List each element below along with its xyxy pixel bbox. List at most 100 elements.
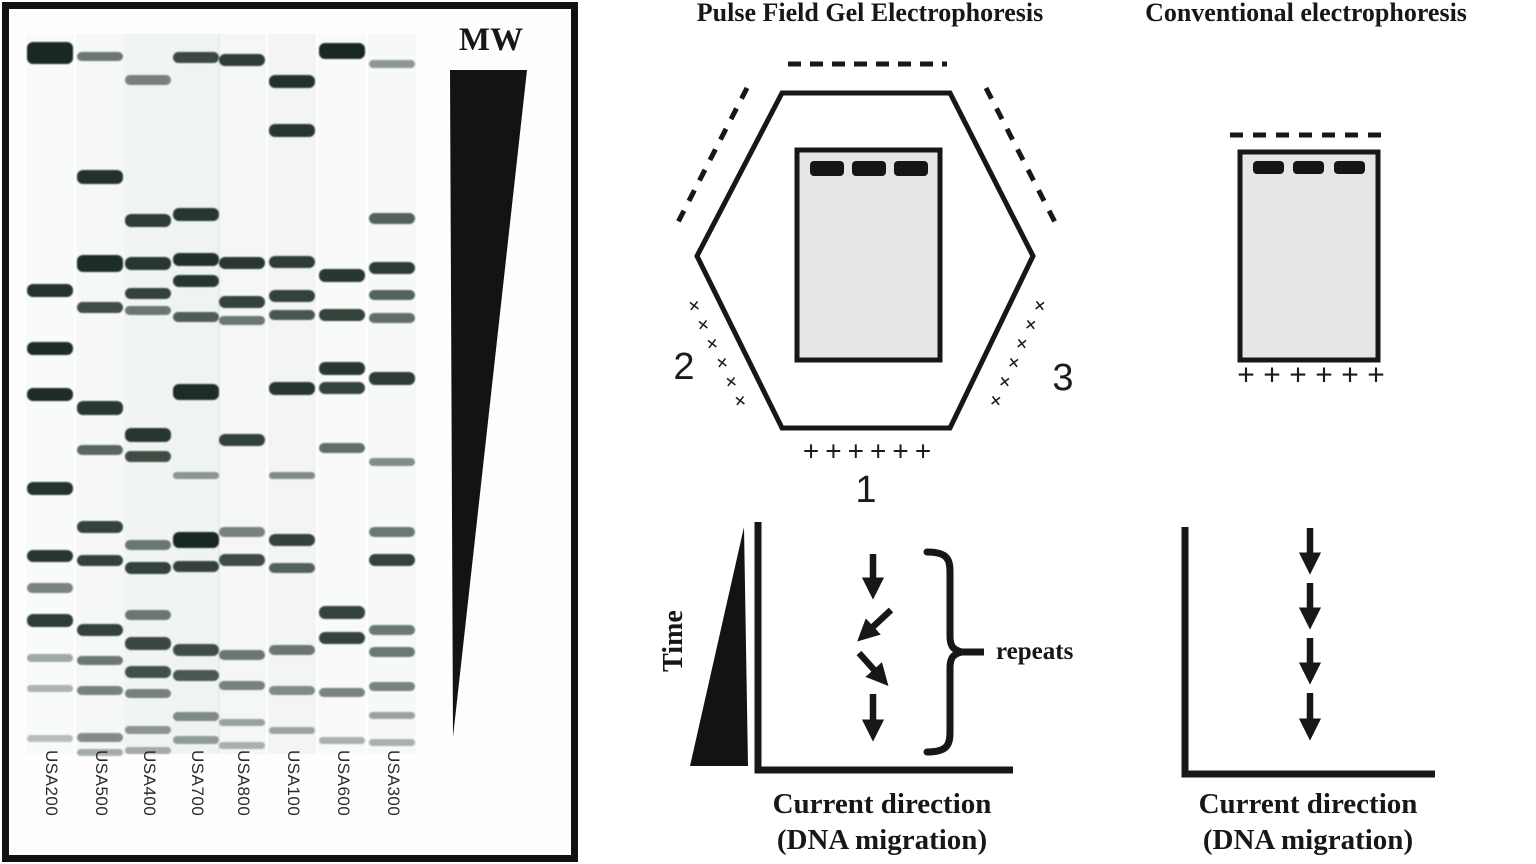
gel-lane-label: USA200	[42, 750, 61, 817]
electrode-1-plus-icon: +	[870, 435, 887, 467]
gel-band	[173, 711, 219, 721]
electrode-1-plus-icon: +	[847, 435, 864, 467]
electrode-1-plus-icon: +	[802, 435, 820, 467]
gel-band	[125, 562, 171, 574]
time-gradient-wedge-icon	[690, 527, 748, 766]
gel-band	[27, 613, 73, 627]
conventional-positive-electrode-plus-icon: +	[1315, 358, 1333, 392]
gel-band	[369, 212, 415, 224]
gel-band	[369, 313, 415, 323]
gel-band	[269, 685, 315, 695]
gel-band	[27, 283, 73, 297]
gel-band	[125, 540, 171, 550]
gel-lane-label: USA600	[334, 750, 353, 817]
conventional-xaxis-label-line1: Current direction	[1198, 788, 1418, 820]
gel-band	[219, 257, 265, 269]
conventional-positive-electrode-plus-icon: +	[1289, 358, 1307, 392]
gel-band	[369, 711, 415, 719]
gel-band	[173, 384, 219, 400]
gel-band	[77, 51, 123, 61]
gel-band	[173, 51, 219, 63]
gel-band	[269, 310, 315, 320]
gel-lane-tint	[218, 34, 266, 754]
gel-band	[369, 262, 415, 274]
time-axis-label: Time	[658, 610, 689, 672]
gel-band	[219, 741, 265, 749]
gel-band	[219, 554, 265, 566]
gel-band	[77, 624, 123, 636]
gel-band	[27, 583, 73, 593]
gel-band	[173, 312, 219, 322]
gel-band	[269, 290, 315, 302]
gel-band	[27, 42, 73, 64]
gel-band	[269, 74, 315, 88]
gel-band	[77, 401, 123, 415]
gel-band	[369, 290, 415, 300]
gel-band	[269, 563, 315, 573]
gel-band	[125, 256, 171, 270]
gel-band	[319, 632, 365, 644]
gel-band	[27, 654, 73, 662]
gel-band	[125, 428, 171, 442]
repeats-label: repeats	[996, 638, 1074, 665]
gel-band	[173, 275, 219, 287]
gel-lane-label: USA400	[140, 750, 159, 817]
gel-band	[369, 371, 415, 385]
gel-band	[269, 381, 315, 395]
gel-band	[219, 54, 265, 66]
conventional-gel-slab	[1237, 149, 1381, 363]
gel-band	[219, 296, 265, 308]
pfge-gel-well	[810, 161, 844, 176]
conventional-positive-electrode-plus-icon: +	[1367, 358, 1385, 392]
gel-band	[269, 471, 315, 479]
gel-band	[319, 443, 365, 453]
gel-band	[269, 726, 315, 734]
gel-band	[77, 254, 123, 272]
gel-band	[369, 527, 415, 537]
gel-band	[173, 669, 219, 681]
gel-band	[369, 625, 415, 635]
gel-band	[125, 305, 171, 315]
gel-band	[369, 554, 415, 566]
gel-band	[219, 527, 265, 537]
conventional-positive-electrode-plus-icon: +	[1263, 358, 1281, 392]
gel-band	[369, 647, 415, 657]
conventional-gel-well	[1253, 161, 1284, 174]
pfge-xaxis-label-line1: Current direction	[772, 788, 992, 820]
conventional-axis	[1181, 527, 1435, 778]
gel-band	[319, 736, 365, 744]
gel-lane-tint	[124, 34, 172, 754]
gel-band	[77, 748, 123, 756]
pfge-axis	[754, 522, 1013, 774]
gel-band	[27, 550, 73, 562]
conventional-positive-electrode-plus-icon: +	[1237, 358, 1255, 392]
gel-band	[125, 746, 171, 754]
electrode-negative-left-dashes-icon	[671, 86, 750, 232]
gel-band	[77, 445, 123, 455]
gel-band	[125, 287, 171, 299]
gel-lane-label: USA500	[92, 750, 111, 817]
gel-band	[125, 75, 171, 85]
molecular-weight-label: MW	[458, 22, 524, 58]
gel-band	[77, 170, 123, 184]
gel-band	[369, 681, 415, 691]
electrode-negative-right-dashes-icon	[983, 86, 1062, 232]
gel-band	[173, 560, 219, 572]
conventional-gel-well	[1293, 161, 1324, 174]
electrode-2-label: 2	[673, 346, 695, 388]
gel-band	[125, 726, 171, 734]
gel-band	[173, 471, 219, 479]
gel-band	[77, 301, 123, 313]
gel-band	[173, 252, 219, 266]
gel-band	[369, 458, 415, 466]
gel-band	[125, 688, 171, 698]
gel-band	[219, 650, 265, 660]
gel-band	[269, 123, 315, 137]
gel-band	[269, 256, 315, 268]
gel-band	[77, 554, 123, 566]
migration-arrow-diagonal-left-icon	[857, 607, 894, 642]
gel-band	[319, 687, 365, 697]
